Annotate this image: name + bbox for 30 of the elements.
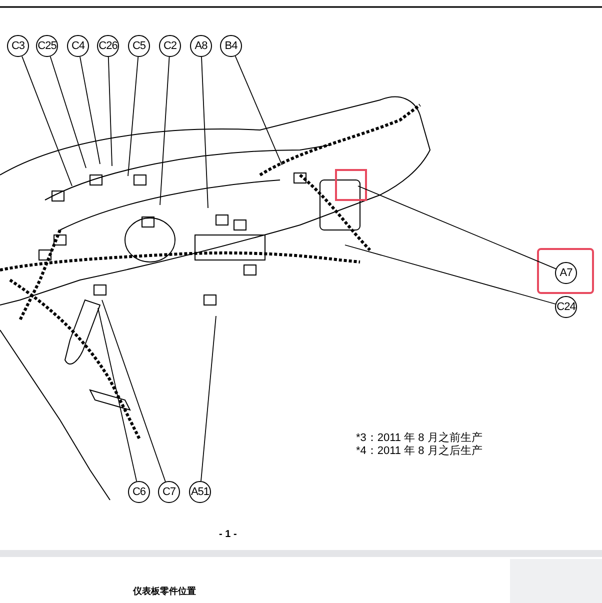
- leader-line: [358, 186, 556, 270]
- section-title: 仪表板零件位置: [133, 585, 196, 598]
- callout-label: C2: [159, 35, 181, 57]
- leader-line: [80, 56, 100, 164]
- leader-line: [22, 56, 72, 186]
- leader-line: [160, 56, 170, 206]
- callout-label: A51: [189, 481, 211, 503]
- leader-line: [108, 56, 112, 166]
- leader-line: [98, 308, 138, 482]
- note-text: *3：2011 年 8 月之前生产: [356, 430, 482, 444]
- callout-label: C26: [97, 35, 119, 57]
- leader-line: [344, 244, 556, 304]
- page-number: - 1 -: [219, 529, 237, 540]
- leader-line: [128, 56, 139, 176]
- leader-line: [201, 56, 208, 208]
- callout-label: C24: [555, 296, 577, 318]
- callout-label: C25: [36, 35, 58, 57]
- callout-label: A8: [190, 35, 212, 57]
- callout-label: C7: [158, 481, 180, 503]
- note-text: *4：2011 年 8 月之后生产: [356, 444, 482, 458]
- leader-line: [234, 56, 282, 166]
- leader-line: [102, 300, 166, 482]
- callout-label: C6: [128, 481, 150, 503]
- callout-label: C3: [7, 35, 29, 57]
- callout-label: C5: [128, 35, 150, 57]
- leader-line: [50, 56, 86, 168]
- callout-label: C4: [67, 35, 89, 57]
- callout-label: B4: [220, 35, 242, 57]
- leader-line: [200, 316, 216, 482]
- callout-label: A7: [555, 262, 577, 284]
